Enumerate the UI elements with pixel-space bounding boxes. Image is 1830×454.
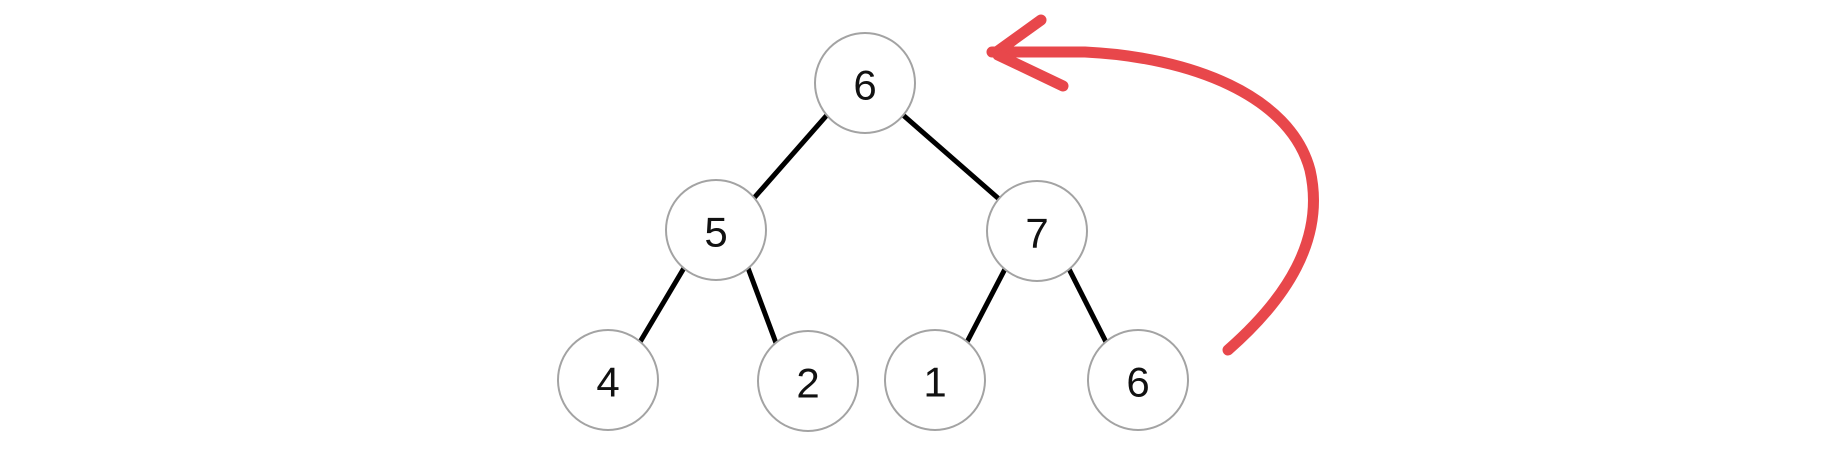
node-circle-7	[986, 180, 1088, 282]
node-label-2: 2	[796, 360, 819, 407]
arrowhead-lower-barb	[992, 49, 1069, 92]
edge-root-to-5	[752, 113, 829, 200]
tree-node-root[interactable]: 6	[814, 32, 916, 134]
node-label-root: 6	[853, 62, 876, 109]
node-circle-6-leaf	[1087, 329, 1189, 431]
arrowhead-upper-barb	[992, 14, 1047, 57]
tree-node-4[interactable]: 4	[557, 329, 659, 431]
tree-node-7[interactable]: 7	[986, 180, 1088, 282]
tree-node-6-leaf[interactable]: 6	[1087, 329, 1189, 431]
tree-edges	[637, 113, 1109, 344]
node-circle-2	[757, 330, 859, 432]
node-circle-4	[557, 329, 659, 431]
tree-node-5[interactable]: 5	[665, 179, 767, 281]
edge-7-to-6	[1066, 267, 1109, 344]
curved-arrow-annotation	[986, 14, 1319, 356]
arrow-shaft	[986, 46, 1319, 356]
tree-node-2[interactable]: 2	[757, 330, 859, 432]
node-circle-root	[814, 32, 916, 134]
node-label-1: 1	[923, 359, 946, 406]
edge-5-to-4	[637, 266, 687, 344]
tree-node-1[interactable]: 1	[884, 329, 986, 431]
node-label-4: 4	[596, 359, 619, 406]
node-label-6-leaf: 6	[1126, 359, 1149, 406]
edge-5-to-2	[745, 267, 779, 344]
edge-root-to-7	[901, 113, 1001, 201]
edge-7-to-1	[964, 267, 1008, 344]
node-circle-5	[665, 179, 767, 281]
node-circle-1	[884, 329, 986, 431]
node-label-7: 7	[1025, 210, 1048, 257]
node-label-5: 5	[704, 209, 727, 256]
tree-nodes: 6 5 7 4 2 1 6	[557, 32, 1189, 432]
